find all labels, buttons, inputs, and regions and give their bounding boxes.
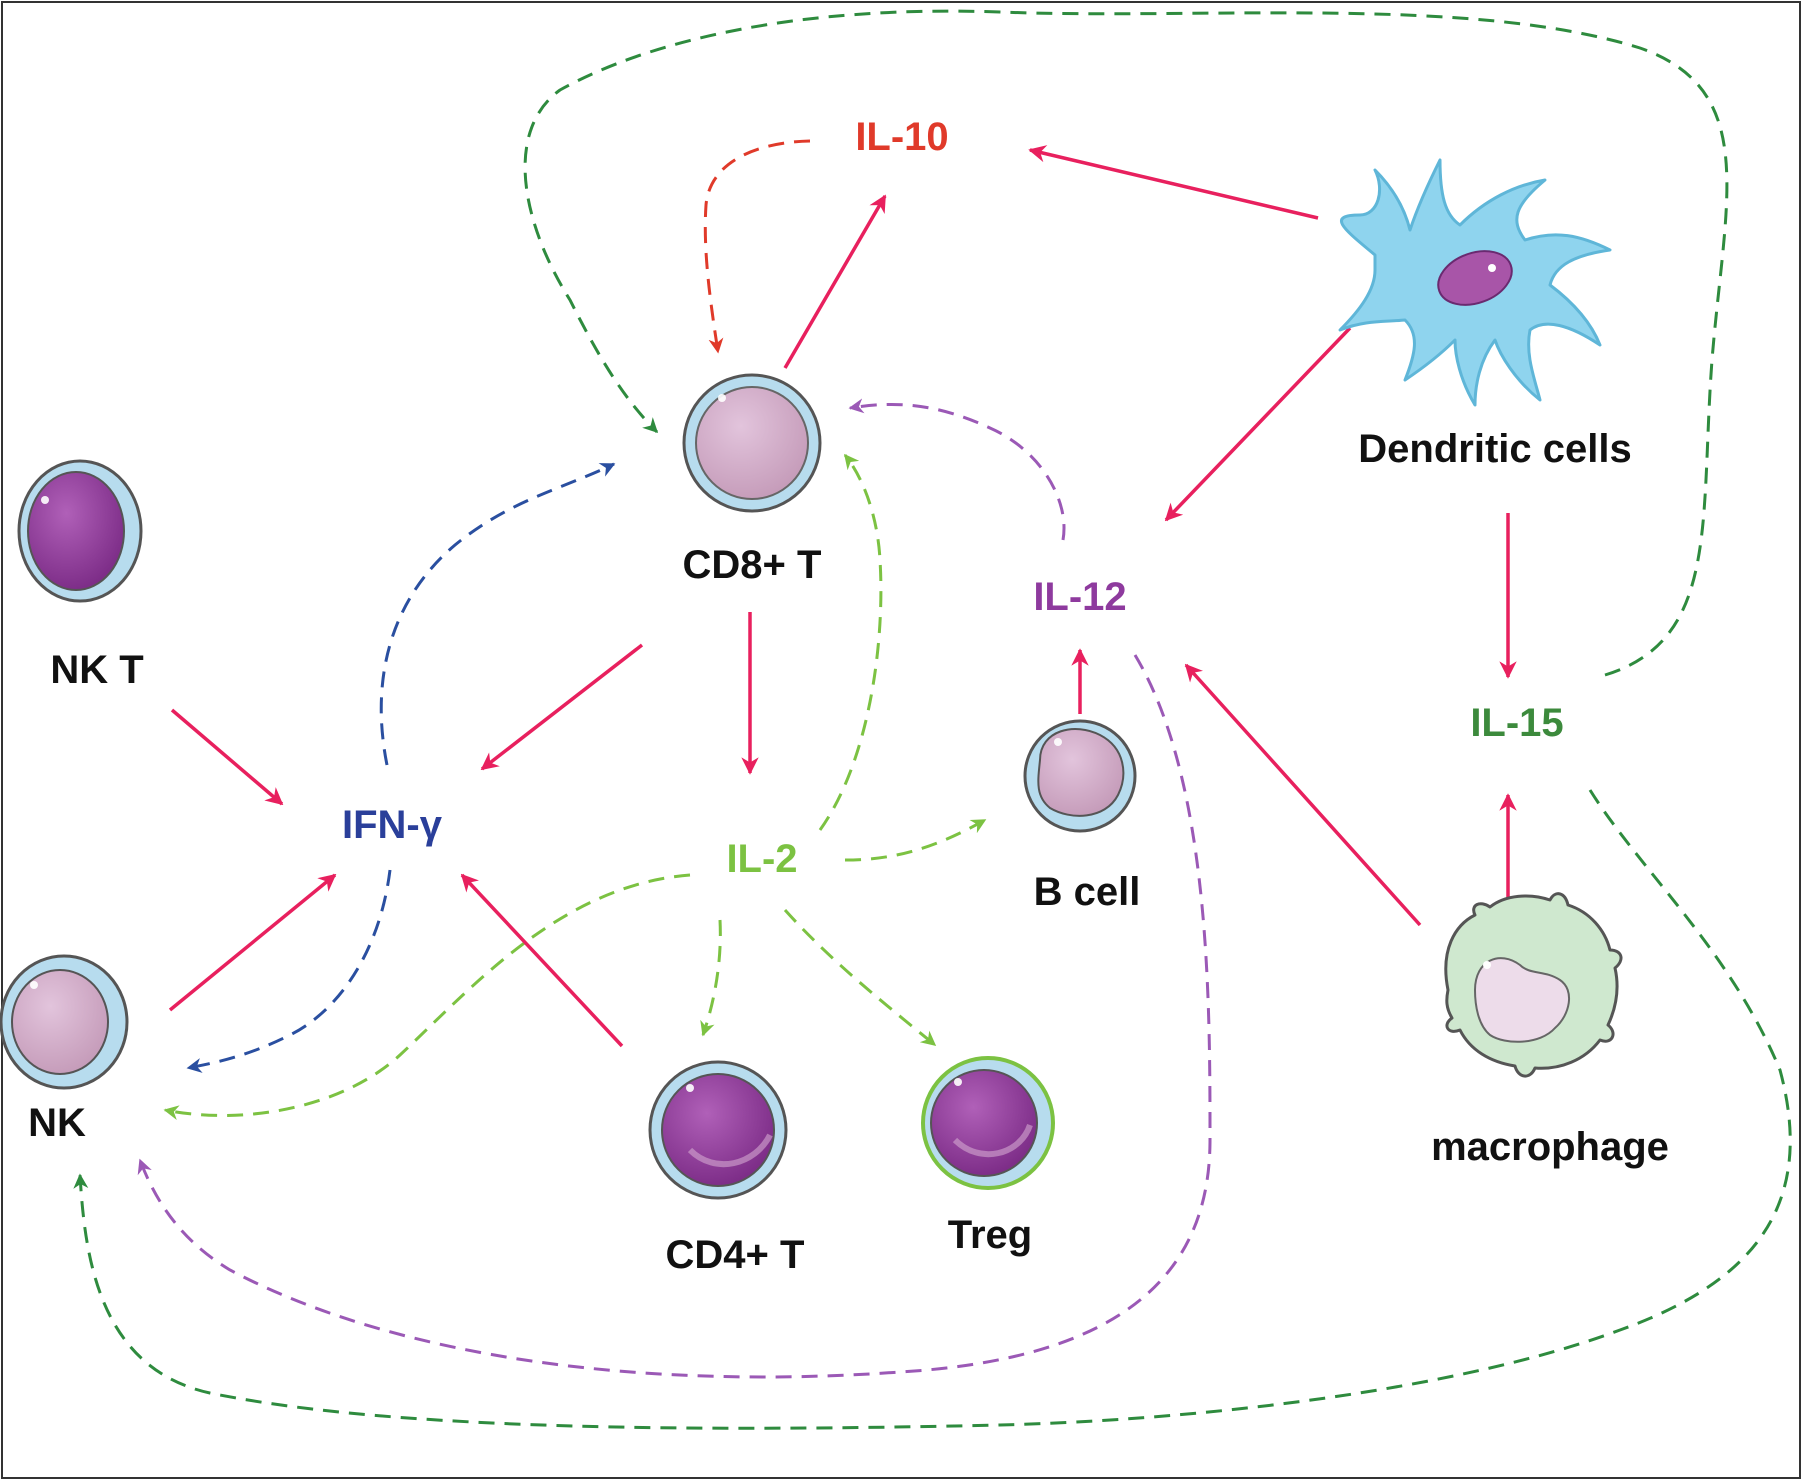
- cd8-to-ifng-arrow: [480, 643, 644, 771]
- dendritic-to-il10-arrow: [1028, 145, 1319, 220]
- il2-to-treg-dashed-arrow: [783, 908, 937, 1047]
- ifng-to-cd8-dashed-arrow: [379, 462, 616, 766]
- nk-cell-icon: [0, 954, 129, 1090]
- nkt-cell-icon: [17, 459, 143, 603]
- il12-label: IL-12: [1033, 575, 1126, 619]
- il2-to-nk-dashed-arrow: [163, 873, 691, 1120]
- macrophage-icon: [1444, 892, 1623, 1078]
- treg-label: Treg: [948, 1213, 1032, 1257]
- cd4-label: CD4+ T: [666, 1233, 805, 1277]
- dendritic-to-il12-arrow: [1164, 326, 1352, 522]
- il12-to-cd8-dashed-arrow: [848, 398, 1066, 541]
- cd8-t-cell-icon: [682, 373, 822, 513]
- nk-label: NK: [28, 1101, 86, 1145]
- il2-to-cd4-dashed-arrow: [700, 919, 722, 1037]
- macrophage-label: macrophage: [1431, 1125, 1669, 1169]
- ifng-label: IFN-γ: [342, 803, 443, 847]
- il15-to-nk-dashed-arrow: [73, 789, 1792, 1430]
- cd4-t-cell-icon: [648, 1060, 788, 1200]
- il15-to-cd8-dashed-arrow: [523, 9, 1729, 677]
- ifng-to-nk-dashed-arrow: [186, 869, 392, 1073]
- il2-label: IL-2: [726, 837, 797, 881]
- il10-to-cd8-dashed-arrow: [703, 139, 811, 354]
- nk-to-ifng-arrow: [168, 873, 337, 1012]
- bcell-icon: [1023, 719, 1137, 833]
- dendritic-cell-icon: [1338, 158, 1612, 407]
- il2-to-bcell-dashed-arrow: [844, 818, 987, 862]
- bcell-label: B cell: [1034, 870, 1141, 914]
- cd4-to-ifng-arrow: [460, 873, 624, 1048]
- il15-label: IL-15: [1470, 701, 1563, 745]
- macrophage-to-il12-arrow: [1184, 663, 1422, 927]
- nkt-to-ifng-arrow: [170, 708, 284, 806]
- il12-to-nk-dashed-arrow: [137, 654, 1212, 1379]
- cd8-to-il10-arrow: [783, 194, 887, 369]
- nkt-label: NK T: [50, 648, 143, 692]
- il10-label: IL-10: [855, 115, 948, 159]
- treg-cell-icon: [921, 1056, 1055, 1190]
- il2-to-cd8-dashed-arrow: [818, 453, 883, 831]
- dendritic-label: Dendritic cells: [1358, 427, 1631, 471]
- cd8-label: CD8+ T: [683, 543, 822, 587]
